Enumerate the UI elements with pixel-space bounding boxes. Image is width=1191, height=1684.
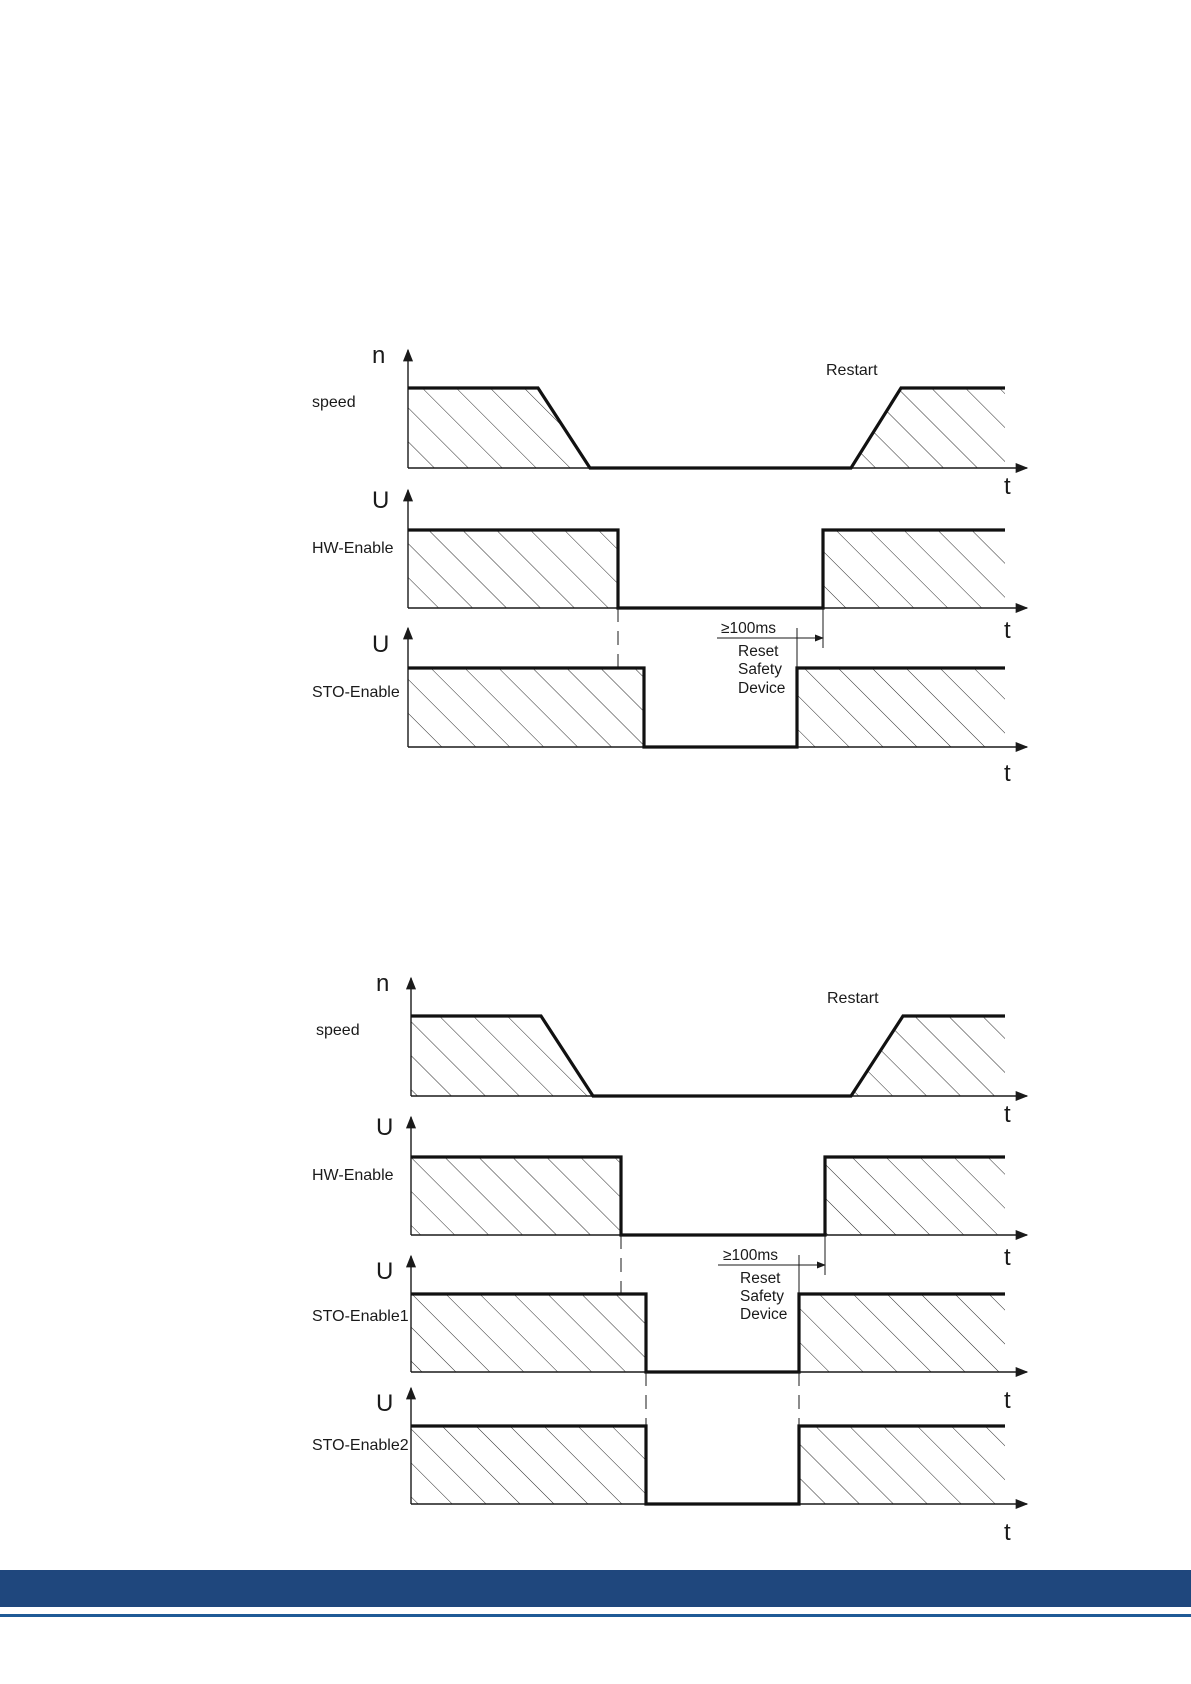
- hw-enable-label: HW-Enable: [312, 540, 394, 557]
- sto-enable-label: STO-Enable: [312, 684, 400, 701]
- speed-label: speed: [312, 394, 356, 411]
- speed-t-label: t: [1004, 473, 1011, 500]
- hw-enable-channel: U HW-Enable t: [312, 487, 1027, 644]
- hw-t-label: t: [1004, 617, 1011, 644]
- footer-band: [0, 1570, 1191, 1607]
- speed-axis-label: n: [372, 342, 385, 369]
- hw2-t-label: t: [1004, 1244, 1011, 1271]
- hw-hatch-right: [823, 530, 1005, 608]
- sto1-enable-label: STO-Enable1: [312, 1308, 409, 1325]
- speed2-hatch-right: [851, 1016, 1005, 1096]
- reset2-line-1: Reset: [740, 1270, 781, 1287]
- sto1-axis-label: U: [376, 1258, 393, 1285]
- sto-enable1-channel: U STO-Enable1 t: [312, 1256, 1027, 1426]
- delay-label: ≥100ms: [721, 620, 776, 637]
- reset2-line-3: Device: [740, 1306, 787, 1323]
- hw2-enable-label: HW-Enable: [312, 1167, 394, 1184]
- sto1-t-label: t: [1004, 1387, 1011, 1414]
- hw-hatch-left: [408, 530, 618, 608]
- sto-enable2-channel: U STO-Enable2 t: [312, 1388, 1027, 1546]
- timing-diagram-1: n speed Restart t U HW-Enable t ≥100ms R…: [312, 342, 1027, 787]
- sto2-t-label: t: [1004, 1519, 1011, 1546]
- hw2-hatch-left: [411, 1157, 621, 1235]
- sto-hatch-right: [797, 668, 1005, 747]
- speed2-axis-label: n: [376, 970, 389, 997]
- sto2-hatch-right: [799, 1426, 1005, 1504]
- hw2-hatch-right: [825, 1157, 1005, 1235]
- sto-hatch-left: [408, 668, 644, 747]
- delay-annotation-2: ≥100ms Reset Safety Device: [621, 1235, 825, 1323]
- reset-line-1: Reset: [738, 643, 779, 660]
- delay-annotation: ≥100ms Reset Safety Device: [618, 608, 823, 697]
- sto2-enable-label: STO-Enable2: [312, 1437, 409, 1454]
- restart2-label: Restart: [827, 990, 879, 1007]
- speed-hatch-right: [851, 388, 1005, 468]
- hw-enable-channel-2: U HW-Enable t: [312, 1114, 1027, 1271]
- sto-axis-label: U: [372, 631, 389, 658]
- reset-line-3: Device: [738, 680, 785, 697]
- timing-diagram-2: n speed Restart t U HW-Enable t ≥100ms R…: [312, 970, 1027, 1546]
- hw-axis-label: U: [372, 487, 389, 514]
- reset2-line-2: Safety: [740, 1288, 784, 1305]
- speed-channel-2: n speed Restart t: [316, 970, 1027, 1128]
- sto1-hatch-right: [799, 1294, 1005, 1372]
- footer-rule: [0, 1614, 1191, 1617]
- sto-enable-channel: U STO-Enable t: [312, 628, 1027, 787]
- sto2-axis-label: U: [376, 1390, 393, 1417]
- reset-line-2: Safety: [738, 661, 782, 678]
- speed-channel: n speed Restart t: [312, 342, 1027, 500]
- restart-label: Restart: [826, 362, 878, 379]
- speed2-label: speed: [316, 1022, 360, 1039]
- delay2-label: ≥100ms: [723, 1247, 778, 1264]
- sto-t-label: t: [1004, 760, 1011, 787]
- speed2-t-label: t: [1004, 1101, 1011, 1128]
- sto1-hatch-left: [411, 1294, 646, 1372]
- hw2-axis-label: U: [376, 1114, 393, 1141]
- sto2-hatch-left: [411, 1426, 646, 1504]
